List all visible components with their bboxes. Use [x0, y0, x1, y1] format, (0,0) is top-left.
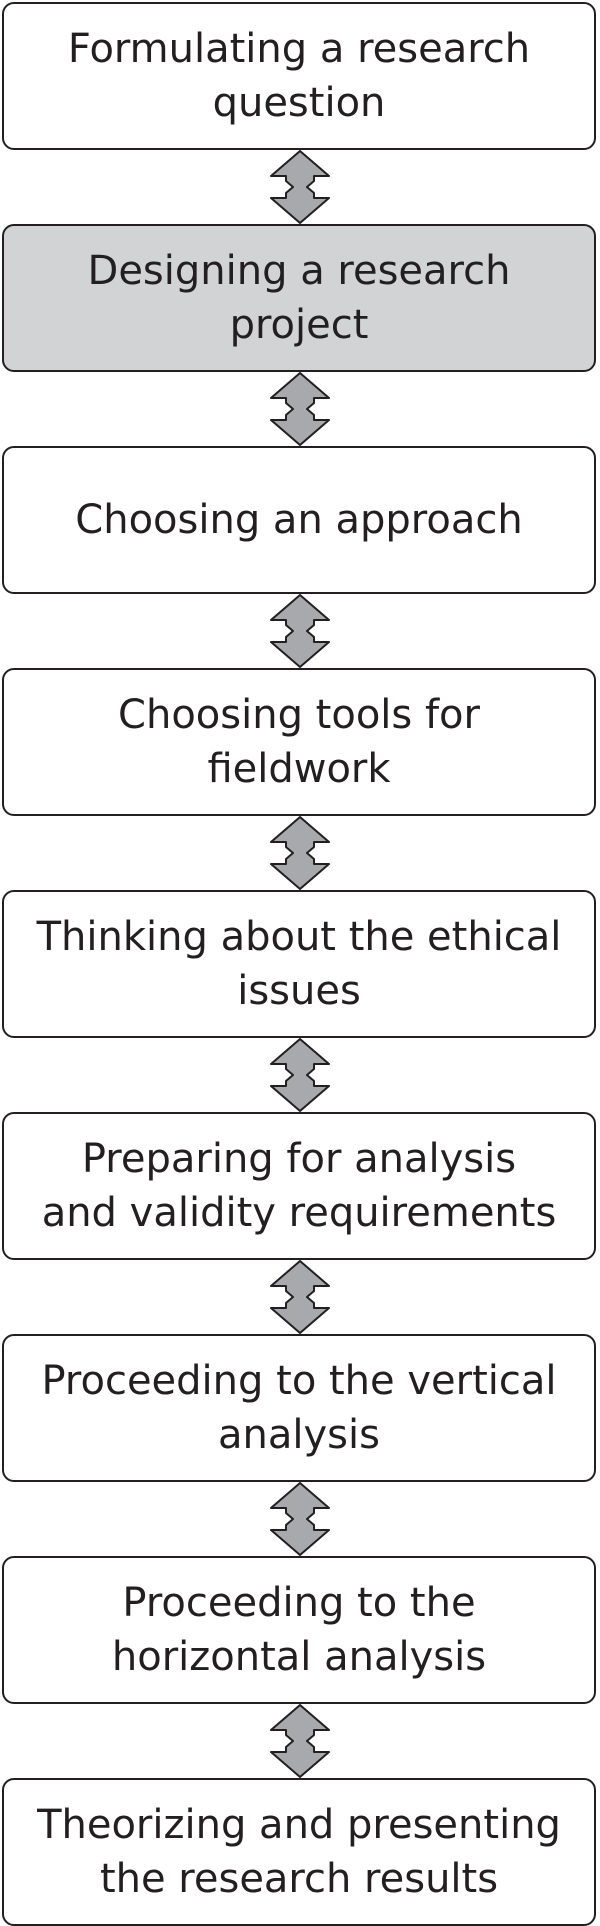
- arrow-shape: [270, 594, 330, 668]
- step-thinking-about-ethical-issues: Thinking about the ethical issues: [2, 890, 596, 1038]
- step-label: Choosing tools for fieldwork: [118, 692, 480, 792]
- double-arrow-icon: [270, 1038, 330, 1112]
- arrow-shape: [270, 1704, 330, 1778]
- double-headed-vertical-arrow-icon: [270, 816, 330, 890]
- arrow-shape: [270, 1482, 330, 1556]
- double-arrow-icon: [270, 1482, 330, 1556]
- step-preparing-for-analysis: Preparing for analysis and validity requ…: [2, 1112, 596, 1260]
- double-headed-vertical-arrow-icon: [270, 1704, 330, 1778]
- step-label: Thinking about the ethical issues: [36, 914, 562, 1014]
- step-designing-research-project: Designing a research project: [2, 224, 596, 372]
- arrow-shape: [270, 150, 330, 224]
- double-headed-vertical-arrow-icon: [270, 594, 330, 668]
- step-label: Preparing for analysis and validity requ…: [41, 1136, 557, 1236]
- step-choosing-approach: Choosing an approach: [2, 446, 596, 594]
- arrow-shape: [270, 816, 330, 890]
- step-formulating-research-question: Formulating a research question: [2, 2, 596, 150]
- arrow-shape: [270, 1260, 330, 1334]
- step-vertical-analysis: Proceeding to the vertical analysis: [2, 1334, 596, 1482]
- step-horizontal-analysis: Proceeding to the horizontal analysis: [2, 1556, 596, 1704]
- double-arrow-icon: [270, 150, 330, 224]
- double-arrow-icon: [270, 594, 330, 668]
- step-label: Formulating a research question: [67, 26, 531, 126]
- arrow-shape: [270, 372, 330, 446]
- step-label: Theorizing and presenting the research r…: [37, 1802, 561, 1902]
- double-arrow-icon: [270, 816, 330, 890]
- step-label: Proceeding to the vertical analysis: [41, 1358, 557, 1458]
- step-label: Choosing an approach: [75, 497, 523, 543]
- step-label: Proceeding to the horizontal analysis: [111, 1580, 487, 1680]
- double-arrow-icon: [270, 1704, 330, 1778]
- double-arrow-icon: [270, 1260, 330, 1334]
- step-theorizing-and-presenting: Theorizing and presenting the research r…: [2, 1778, 596, 1926]
- double-headed-vertical-arrow-icon: [270, 1038, 330, 1112]
- double-headed-vertical-arrow-icon: [270, 372, 330, 446]
- double-arrow-icon: [270, 372, 330, 446]
- double-headed-vertical-arrow-icon: [270, 150, 330, 224]
- arrow-shape: [270, 1038, 330, 1112]
- step-label: Designing a research project: [87, 248, 511, 348]
- double-headed-vertical-arrow-icon: [270, 1482, 330, 1556]
- double-headed-vertical-arrow-icon: [270, 1260, 330, 1334]
- step-choosing-tools-for-fieldwork: Choosing tools for fieldwork: [2, 668, 596, 816]
